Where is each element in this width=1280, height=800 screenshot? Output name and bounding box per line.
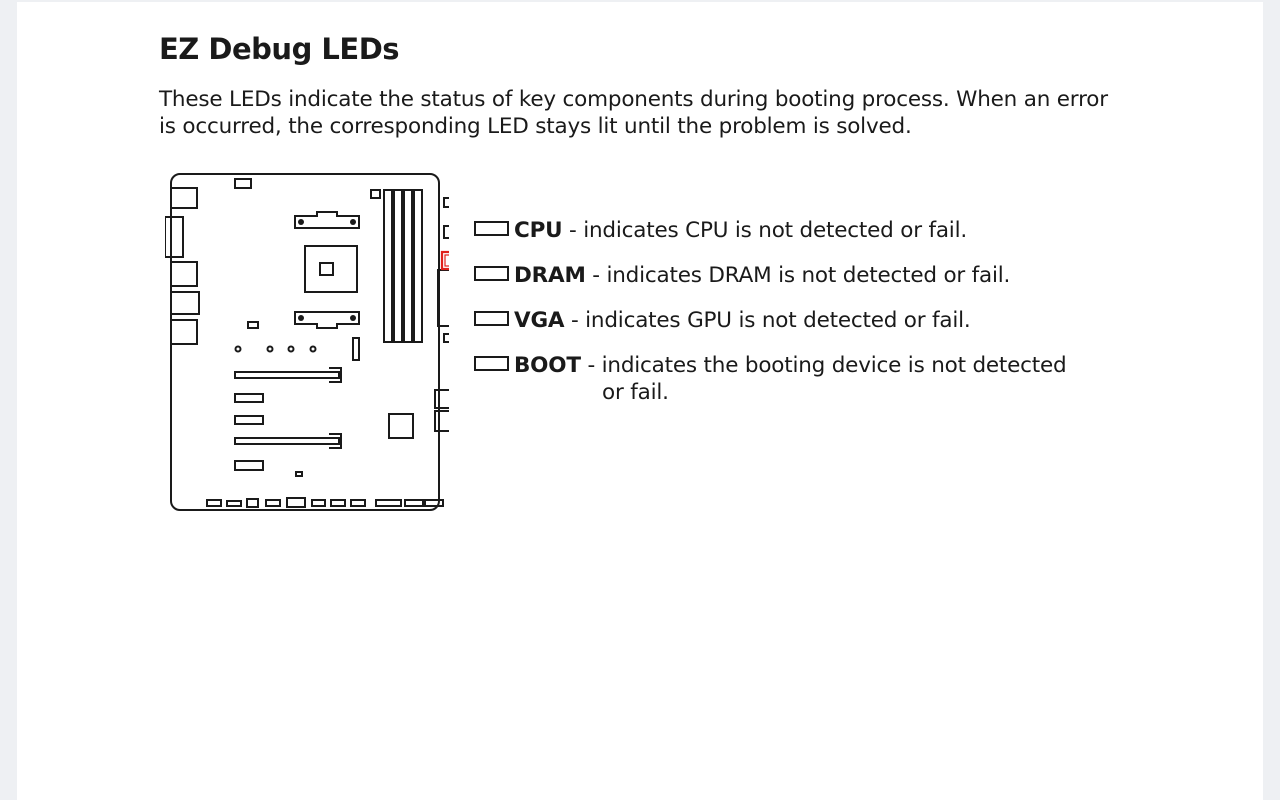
small-header (295, 471, 303, 477)
bottom-header (330, 499, 346, 507)
cpu-socket-inner (319, 262, 334, 276)
led-item-cpu: CPU - indicates CPU is not detected or f… (474, 217, 1114, 244)
pcie-slot (234, 371, 340, 379)
bottom-header (404, 499, 424, 507)
manual-page: EZ Debug LEDs These LEDs indicate the st… (17, 2, 1263, 800)
cpu-socket (304, 245, 358, 293)
m2-slot-marker (352, 337, 360, 361)
led-description-continued: or fail. (602, 380, 669, 405)
led-description: indicates CPU is not detected or fail. (583, 218, 967, 243)
bottom-header (286, 497, 306, 508)
bottom-header (246, 498, 259, 508)
led-name: CPU (514, 218, 563, 243)
cpu-bracket-bottom (294, 311, 360, 329)
io-connector (165, 216, 184, 258)
section-description: These LEDs indicate the status of key co… (159, 87, 1108, 139)
ez-debug-led-highlight (440, 250, 449, 271)
cpu-bracket-top (294, 211, 360, 229)
sata-connector (434, 410, 449, 432)
dimm-slot (393, 189, 403, 343)
bottom-header (424, 499, 444, 507)
led-indicator-icon (474, 356, 509, 371)
small-header (247, 321, 259, 329)
dimm-slot (403, 189, 413, 343)
bottom-header (265, 499, 281, 507)
led-item-boot: BOOT - indicates the booting device is n… (474, 352, 1114, 406)
bottom-header (206, 499, 222, 507)
standoff (234, 345, 242, 353)
led-indicator-icon (474, 266, 509, 281)
led-description: indicates DRAM is not detected or fail. (606, 263, 1011, 288)
header (443, 333, 449, 343)
pcie-latch (329, 367, 342, 383)
section-heading: EZ Debug LEDs (159, 32, 400, 66)
led-indicator-icon (474, 311, 509, 326)
led-item-dram: DRAM - indicates DRAM is not detected or… (474, 262, 1114, 289)
pcie-slot (234, 437, 340, 445)
io-connector (170, 291, 200, 315)
led-item-vga: VGA - indicates GPU is not detected or f… (474, 307, 1114, 334)
pcie-latch (329, 433, 342, 449)
bottom-header (350, 499, 366, 507)
led-name: BOOT (514, 353, 581, 378)
pcie-slot-small (234, 415, 264, 425)
led-list: CPU - indicates CPU is not detected or f… (474, 217, 1114, 424)
standoff (309, 345, 317, 353)
io-connector (170, 319, 198, 345)
led-indicator-icon (474, 221, 509, 236)
standoff (266, 345, 274, 353)
led-name: VGA (514, 308, 565, 333)
standoff (287, 345, 295, 353)
header (443, 197, 449, 208)
dimm-slot (413, 189, 423, 343)
motherboard-diagram (165, 173, 449, 511)
pcie-slot-small (234, 393, 264, 403)
fan-header (370, 189, 381, 199)
led-name: DRAM (514, 263, 586, 288)
fan-header (234, 178, 252, 189)
led-description: indicates GPU is not detected or fail. (585, 308, 971, 333)
io-connector (170, 261, 198, 287)
chipset (388, 413, 414, 439)
bottom-header (375, 499, 402, 507)
bottom-header (311, 499, 326, 507)
io-connector (170, 187, 198, 209)
led-description: indicates the booting device is not dete… (601, 353, 1067, 378)
bottom-header (226, 500, 242, 507)
sata-connector (434, 389, 449, 409)
dimm-slot (383, 189, 393, 343)
pcie-slot-small (234, 460, 264, 471)
header (443, 225, 449, 239)
